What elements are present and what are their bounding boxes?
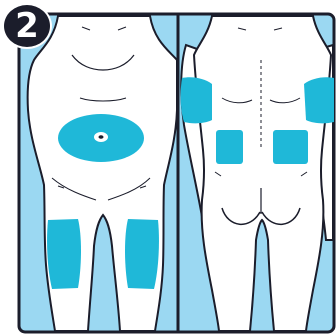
right-lower-back-injection-site xyxy=(273,130,308,164)
left-lower-back-injection-site xyxy=(216,130,243,164)
step-badge: 2 xyxy=(0,0,55,50)
navel-center xyxy=(99,135,104,139)
left-upper-arm-injection-site xyxy=(181,77,212,123)
right-thigh-injection-site xyxy=(125,219,159,289)
left-thigh-injection-site xyxy=(47,219,81,289)
step-number: 2 xyxy=(2,3,52,49)
right-upper-arm-injection-site xyxy=(304,77,334,123)
